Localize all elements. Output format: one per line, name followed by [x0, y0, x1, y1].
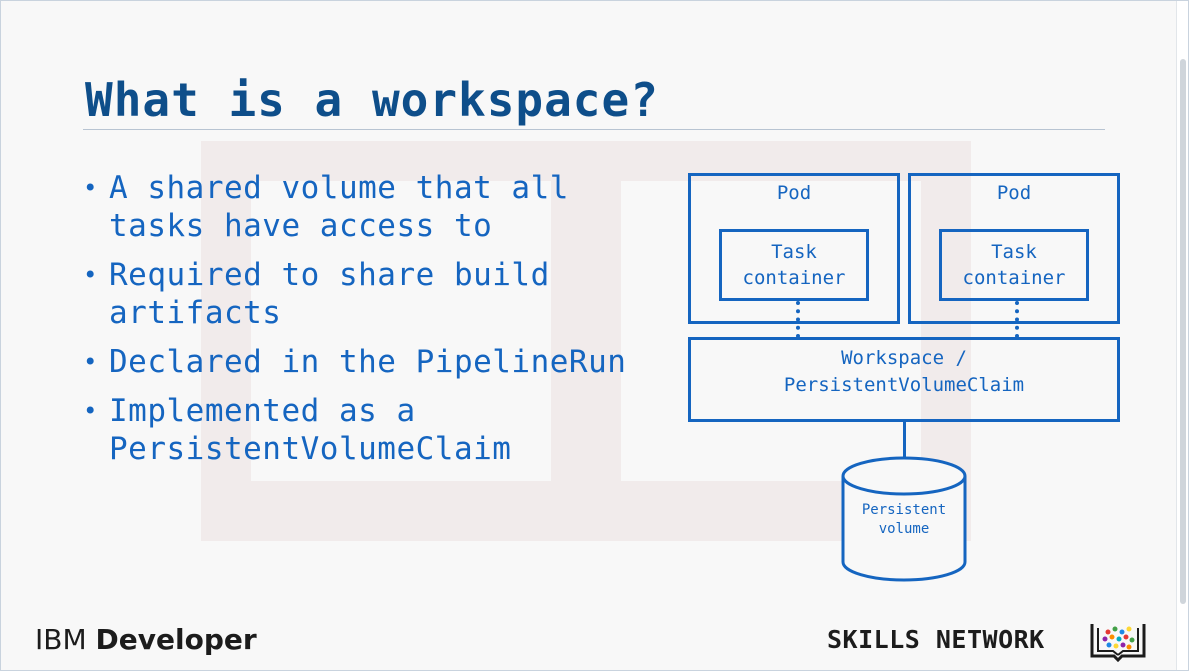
- bullet-line: A shared volume that all: [109, 170, 569, 206]
- volume-connector-line: [903, 421, 906, 459]
- workspace-label-line: Workspace /: [841, 347, 967, 369]
- task-container-box-1: Task container: [719, 229, 869, 301]
- pod-box-1: Pod: [688, 173, 900, 324]
- bullet-line: artifacts: [109, 295, 282, 331]
- workspace-label-line: PersistentVolumeClaim: [783, 374, 1025, 396]
- pod-label: Pod: [996, 182, 1032, 204]
- title-divider: [83, 129, 1105, 130]
- task-container-label-line: container: [962, 267, 1066, 289]
- bullet-item: Required to share build artifacts: [83, 256, 626, 332]
- bullet-item: Declared in the PipelineRun: [83, 343, 626, 381]
- brand-name: Developer: [95, 623, 257, 656]
- dotted-connector-1: [796, 301, 800, 338]
- slide-title: What is a workspace?: [85, 73, 659, 127]
- bullet-item: Implemented as a PersistentVolumeClaim: [83, 392, 626, 468]
- persistent-volume-label: Persistent volume: [840, 501, 968, 539]
- task-container-label-line: Task: [771, 241, 817, 263]
- dotted-connector-2: [1015, 301, 1019, 338]
- persistent-volume-label-line: Persistent: [861, 502, 947, 518]
- task-container-label-line: container: [742, 267, 846, 289]
- bullet-line: tasks have access to: [109, 208, 493, 244]
- workspace-box: Workspace / PersistentVolumeClaim: [688, 337, 1120, 422]
- scrollbar-thumb[interactable]: [1180, 59, 1186, 604]
- bullet-list: A shared volume that all tasks have acce…: [83, 169, 626, 479]
- pod-box-2: Pod: [908, 173, 1120, 324]
- task-container-label-line: Task: [991, 241, 1037, 263]
- pod-label: Pod: [776, 182, 812, 204]
- skills-network-book-icon: [1090, 624, 1146, 662]
- vertical-scrollbar[interactable]: [1176, 1, 1188, 670]
- bullet-line: PersistentVolumeClaim: [109, 431, 512, 467]
- database-cylinder-icon: [841, 456, 967, 582]
- persistent-volume-label-line: volume: [878, 521, 930, 537]
- brand-prefix: IBM: [35, 623, 87, 656]
- bullet-line: Required to share build: [109, 257, 550, 293]
- skills-network-wordmark: SKILLS NETWORK: [827, 625, 1045, 654]
- bullet-line: Declared in the PipelineRun: [109, 344, 627, 380]
- bullet-item: A shared volume that all tasks have acce…: [83, 169, 626, 245]
- task-container-box-2: Task container: [939, 229, 1089, 301]
- ibm-developer-logo: IBM Developer: [35, 623, 257, 656]
- bullet-line: Implemented as a: [109, 393, 416, 429]
